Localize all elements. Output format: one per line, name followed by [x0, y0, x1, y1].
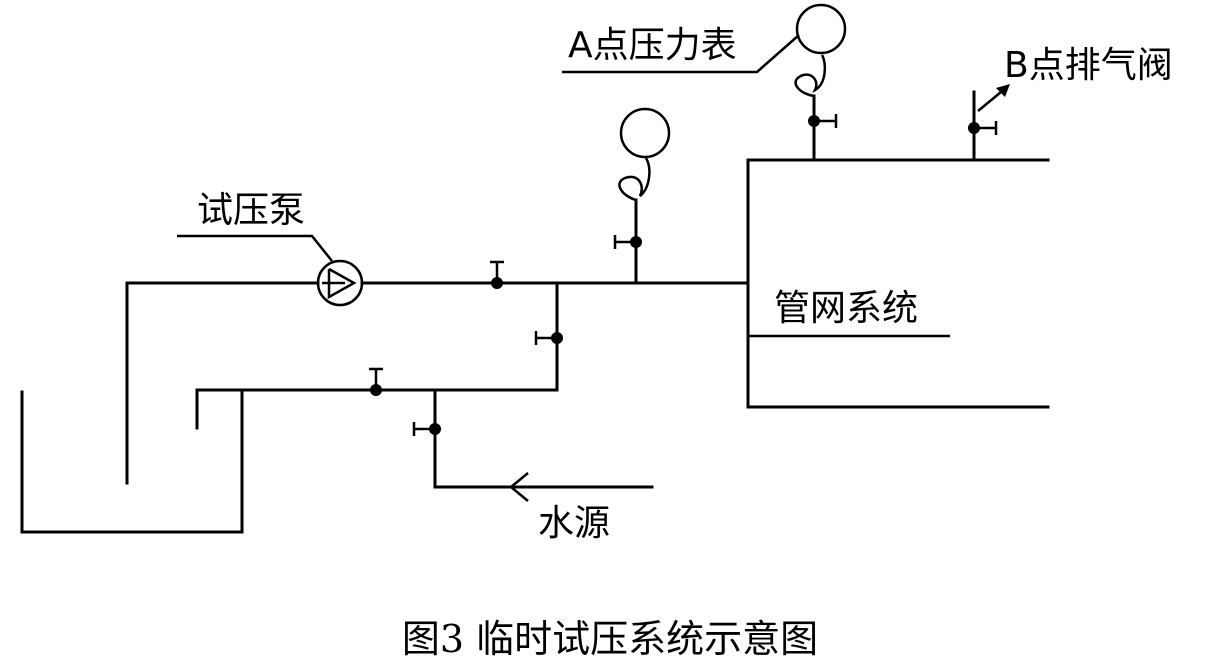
main-gauge-icon — [613, 107, 671, 249]
main-valve-icon — [490, 260, 504, 289]
figure-caption: 图3 临时试压系统示意图 — [402, 617, 818, 661]
gauge-a-leader — [562, 34, 800, 74]
pump-label: 试压泵 — [197, 190, 305, 231]
vent-valve-icon — [968, 84, 1010, 135]
network-box — [746, 158, 1050, 409]
suction-pipe — [125, 281, 320, 485]
water-source-label: 水源 — [538, 503, 610, 544]
water-tank — [20, 390, 244, 534]
bypass-valve-icon — [534, 331, 563, 345]
flow-arrow-icon — [509, 472, 529, 502]
gauge-a-label: A点压力表 — [568, 25, 737, 66]
vent-b-label: B点排气阀 — [1004, 45, 1173, 86]
water-source-pipe — [433, 388, 654, 489]
source-valve-icon — [412, 422, 441, 436]
pump-leader — [177, 234, 333, 262]
pump-icon — [316, 259, 364, 307]
gauge-a-icon — [794, 3, 847, 128]
return-valve-icon — [369, 367, 383, 396]
return-pipe — [195, 388, 559, 430]
network-label: 管网系统 — [774, 288, 918, 329]
